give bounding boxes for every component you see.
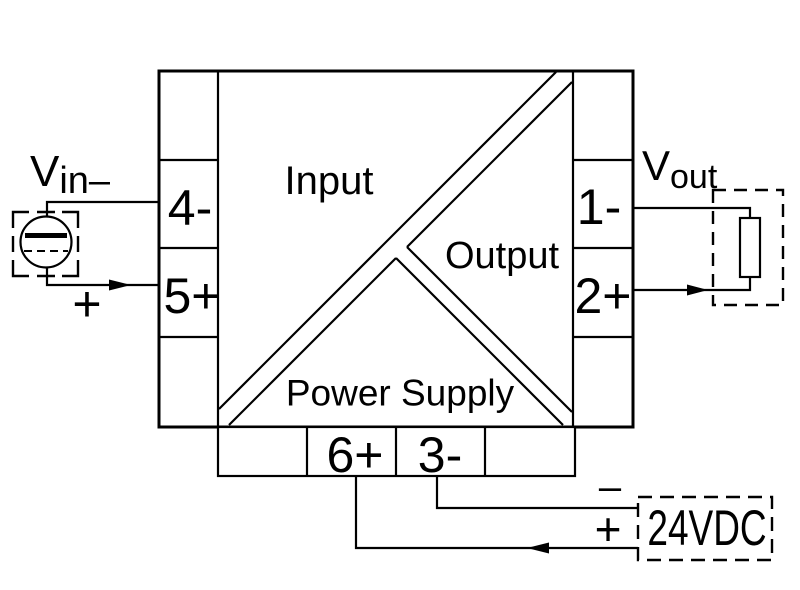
output-wire-positive	[633, 277, 752, 296]
dc-voltage-source-icon	[11, 210, 80, 278]
vin-subscript-text: in–	[59, 160, 111, 202]
psu-arrow-icon	[527, 542, 549, 554]
terminal-1-label: 1-	[576, 179, 622, 235]
psu-dashed-box	[636, 495, 774, 562]
psu-wire-negative	[435, 476, 638, 510]
load-symbol	[711, 188, 785, 307]
output-arrow-icon	[687, 284, 708, 296]
output-section-label: Output	[444, 235, 560, 277]
input-wire-negative	[45, 200, 160, 218]
vout-subscript-text: out	[670, 158, 718, 196]
psu-wire-positive	[354, 476, 638, 554]
load-dashed-box	[711, 188, 785, 307]
left-terminal-column	[159, 158, 218, 339]
terminal-6-label: 6+	[326, 427, 384, 483]
power-section-label: Power Supply	[285, 372, 515, 414]
psu-plus-label: +	[594, 503, 622, 555]
isolation-barrier-lines	[218, 71, 573, 426]
terminal-3-label: 3-	[417, 427, 463, 483]
input-wire-positive	[45, 267, 160, 291]
input-arrow-icon	[109, 279, 131, 291]
vout-main-text: V	[642, 142, 671, 189]
vin-label: Vin–	[30, 147, 110, 201]
device-outline	[157, 69, 635, 429]
right-terminal-column	[573, 158, 633, 339]
psu-voltage-label: 24VDC	[647, 500, 767, 556]
terminal-2-label: 2+	[574, 268, 632, 324]
output-wire-negative	[633, 206, 752, 218]
psu-minus-label: –	[598, 465, 622, 509]
load-resistor-icon	[738, 216, 762, 279]
vin-main-text: V	[30, 147, 60, 196]
vout-label: Vout	[642, 142, 717, 195]
source-dashed-box	[11, 210, 80, 278]
terminal-4-label: 4-	[167, 180, 213, 236]
input-plus-label: +	[72, 276, 102, 332]
bottom-terminal-row	[216, 425, 577, 478]
terminal-5-label: 5+	[163, 268, 221, 324]
input-section-label: Input	[284, 159, 374, 203]
